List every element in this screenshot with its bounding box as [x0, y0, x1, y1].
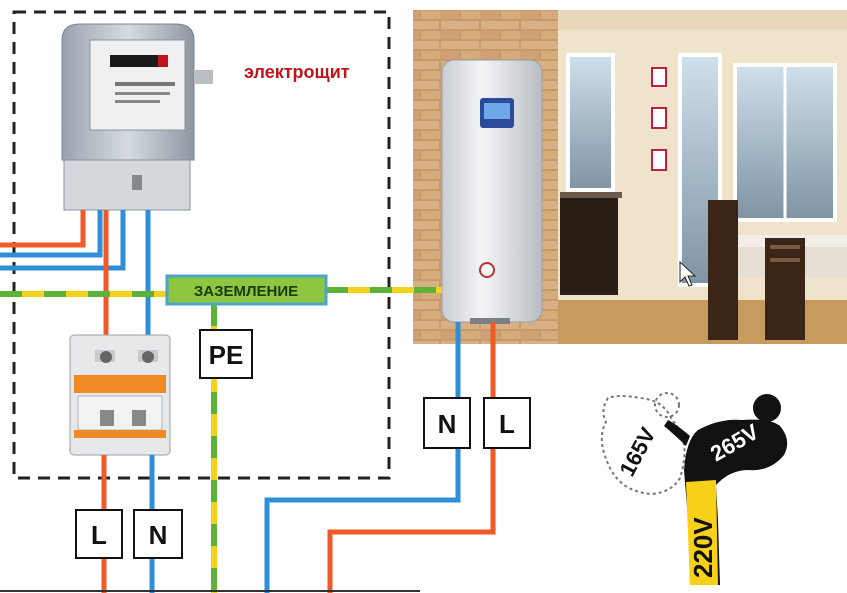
- ground-bus-label: ЗАЗЕМЛЕНИЕ: [194, 283, 298, 300]
- voltage-nominal-label: 220V: [688, 517, 718, 578]
- circuit-breaker-icon: [69, 334, 171, 456]
- boiler-neutral-wire: [264, 322, 461, 593]
- boiler-l-label: L: [499, 409, 515, 439]
- voltage-low-label: 165V: [614, 423, 660, 480]
- ground-bus: ЗАЗЕМЛЕНИЕ: [165, 274, 328, 306]
- boiler-n-terminal: N: [423, 397, 471, 449]
- incoming-wires: [0, 210, 126, 271]
- boiler-phase-wire: [327, 322, 496, 593]
- mouse-cursor-icon: [679, 260, 697, 287]
- breaker-n-label: N: [149, 520, 168, 550]
- breaker-l-terminal: L: [75, 509, 123, 559]
- boiler-l-terminal: L: [483, 397, 531, 449]
- electric-meter-icon: [61, 23, 213, 211]
- human-figure-icon: [600, 392, 788, 585]
- boiler-n-label: N: [438, 409, 457, 439]
- electric-boiler-icon: [441, 59, 543, 324]
- breaker-n-terminal: N: [133, 509, 183, 559]
- breaker-l-label: L: [91, 520, 107, 550]
- panel-title: электрощит: [244, 62, 350, 82]
- pe-terminal: PE: [199, 329, 253, 379]
- room-photo: [556, 10, 847, 344]
- pe-label: PE: [209, 340, 244, 370]
